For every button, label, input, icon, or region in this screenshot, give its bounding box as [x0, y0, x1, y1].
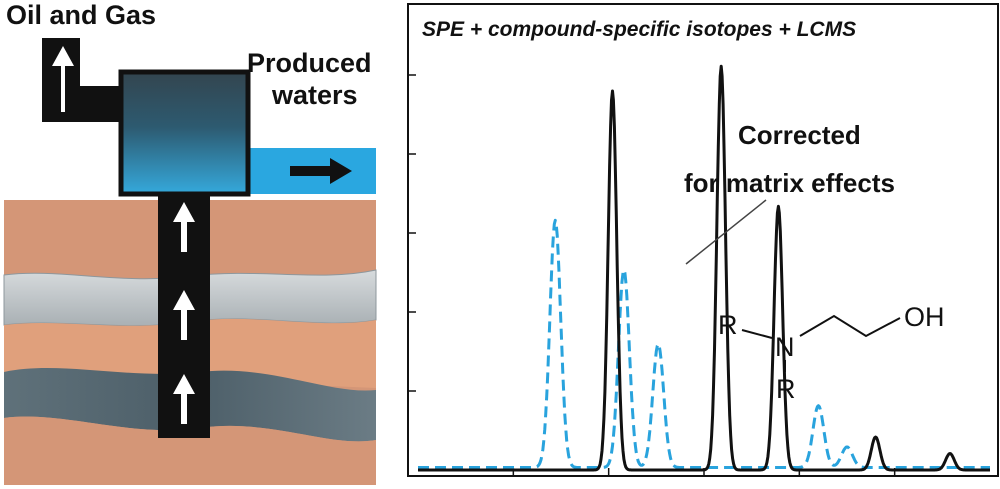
y-axis-ticks: [408, 74, 416, 392]
bore-arrow-icon-2: [173, 290, 195, 340]
label-waters: waters: [271, 80, 358, 110]
bore-arrow-icon-1: [173, 202, 195, 252]
oil-gas-arrow-icon: [52, 46, 74, 112]
label-oil-and-gas: Oil and Gas: [6, 0, 156, 30]
chart-frame: [407, 3, 999, 477]
bore-arrow-icon-3: [173, 374, 195, 424]
chem-oh: OH: [904, 302, 945, 332]
chromatogram-panel: SPE + compound-specific isotopes + LCMS …: [407, 3, 999, 477]
dashed-trace-line: [417, 218, 991, 469]
bond-r-n: [741, 329, 773, 339]
separator-tank: [118, 69, 251, 197]
solid-trace-line: [417, 64, 991, 472]
chart-title: SPE + compound-specific isotopes + LCMS: [422, 18, 856, 41]
chemical-structure: R N R OH: [718, 302, 945, 404]
stratum-bottom: [4, 416, 376, 485]
chem-n: N: [775, 332, 795, 362]
bond-chain: [799, 314, 901, 338]
water-arrow-icon: [290, 158, 352, 184]
annotation-corrected: Corrected: [738, 120, 861, 150]
label-produced: Produced: [247, 48, 372, 78]
oil-gas-pipe: [42, 38, 130, 122]
chem-r-left: R: [718, 310, 738, 340]
annotation-leader-line: [685, 199, 767, 265]
chem-r-bottom: R: [776, 374, 796, 404]
well-schematic: Oil and Gas Produced waters: [3, 0, 377, 485]
annotation-matrix-effects: for matrix effects: [684, 168, 895, 198]
